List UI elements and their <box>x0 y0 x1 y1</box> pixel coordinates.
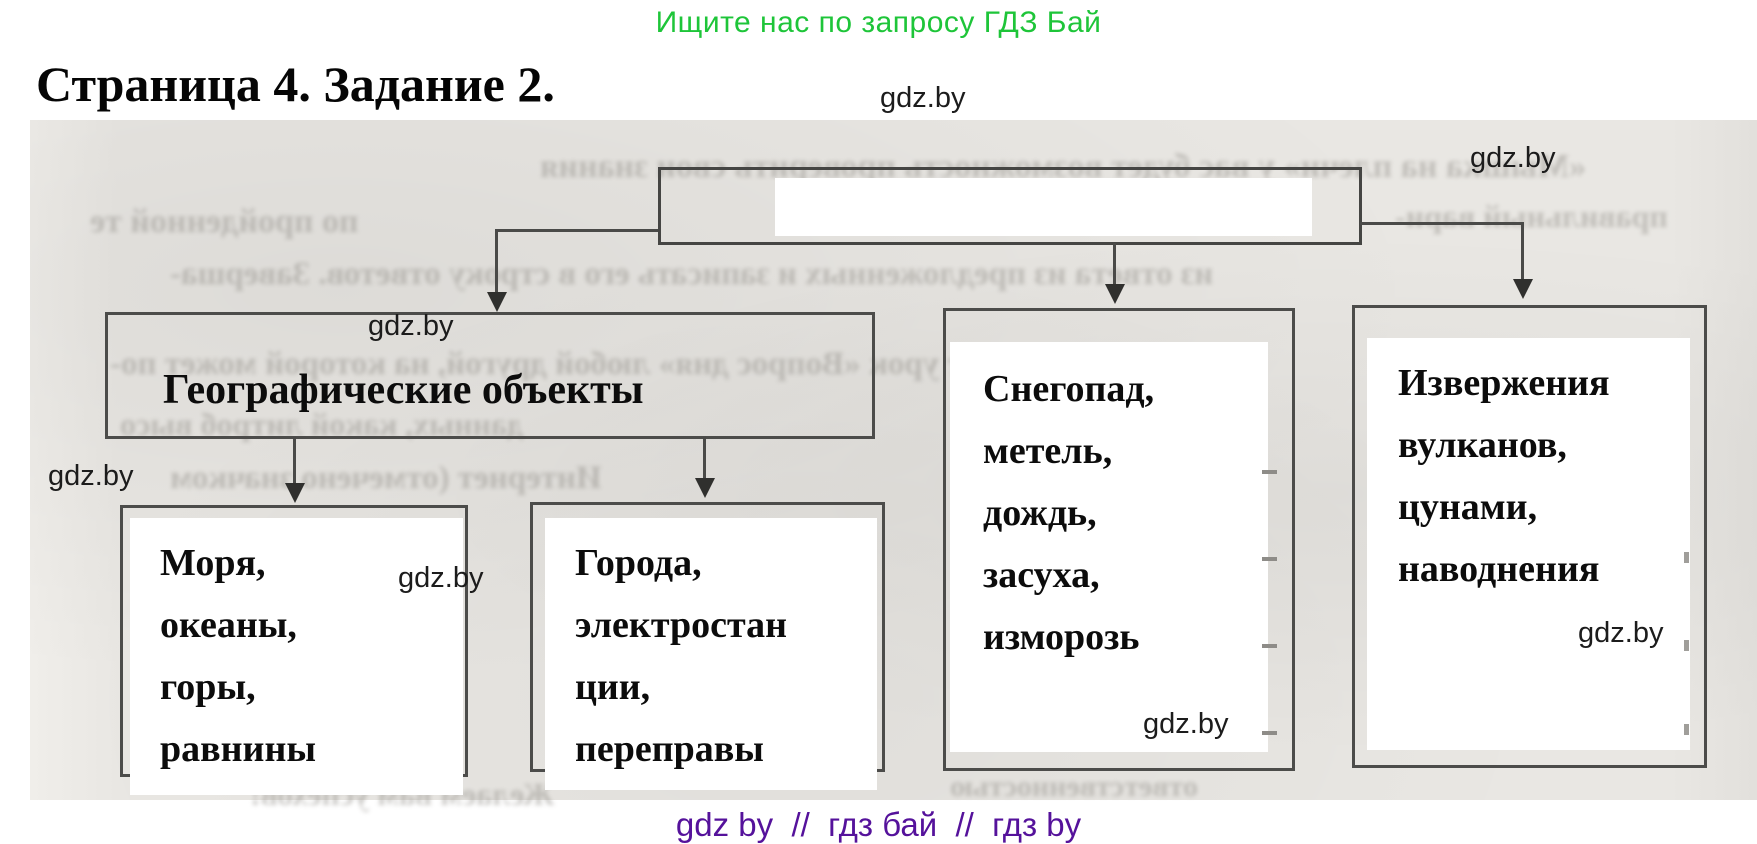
scan-tick <box>1262 557 1277 561</box>
answer-line: электростан <box>575 604 787 646</box>
leaf-box-disasters-overlay <box>1367 338 1690 750</box>
answer-line: горы, <box>160 666 256 708</box>
ghost-text: Интернет (отмечено значком <box>170 460 602 496</box>
answer-line: океаны, <box>160 604 297 646</box>
answer-line: переправы <box>575 728 764 770</box>
promo-banner: Ищите нас по запросу ГДЗ Бай <box>655 6 1102 39</box>
connector-geo-left-drop <box>293 437 296 490</box>
footer-links: gdz by // гдз бай // гдз by <box>675 806 1082 843</box>
arrow-down-icon <box>1105 284 1125 304</box>
scan-mark <box>1684 724 1689 735</box>
connector-right-drop <box>1521 222 1524 284</box>
leaf-box-weather-overlay <box>950 342 1268 752</box>
watermark: gdz.by <box>368 310 454 342</box>
answer-line: вулканов, <box>1398 424 1567 466</box>
leaf-box-seas-overlay <box>130 518 463 795</box>
answer-line: Города, <box>575 542 702 584</box>
answer-line: Моря, <box>160 542 266 584</box>
watermark: gdz.by <box>48 460 134 492</box>
answer-line: Снегопад, <box>983 368 1155 410</box>
watermark: gdz.by <box>880 82 966 114</box>
root-answer-overlay <box>775 178 1312 236</box>
ghost-text: ответственностью <box>950 770 1198 803</box>
watermark: gdz.by <box>1143 708 1229 740</box>
watermark: gdz.by <box>398 562 484 594</box>
answer-line: метель, <box>983 430 1113 472</box>
answer-line: засуха, <box>983 554 1100 596</box>
arrow-down-icon <box>1513 279 1533 299</box>
answer-line: равнины <box>160 728 317 770</box>
geo-objects-label: Географические объекты <box>163 367 644 413</box>
answer-line: цунами, <box>1398 486 1538 528</box>
leaf-box-cities-overlay <box>545 518 877 790</box>
root-answer-box <box>658 167 1362 245</box>
answer-line: наводнения <box>1398 548 1600 590</box>
leaf-box-weather <box>943 308 1295 771</box>
connector-left-drop <box>495 229 498 299</box>
arrow-down-icon <box>487 292 507 312</box>
answer-text: Города, электростан ции, переправы <box>575 532 787 780</box>
answer-line: изморозь <box>983 616 1140 658</box>
arrow-down-icon <box>695 478 715 498</box>
scan-tick <box>1262 470 1277 474</box>
geo-objects-box <box>105 312 875 439</box>
answer-text: Снегопад, метель, дождь, засуха, измороз… <box>983 358 1154 668</box>
ghost-text: по пройденной те <box>90 203 359 240</box>
page-title: Страница 4. Задание 2. <box>36 56 555 112</box>
scan-mark <box>1684 552 1689 563</box>
scan-mark <box>1684 640 1689 651</box>
watermark: gdz.by <box>1578 617 1664 649</box>
scan-tick <box>1262 731 1277 735</box>
watermark: gdz.by <box>1470 142 1556 174</box>
answer-line: Извержения <box>1398 362 1610 404</box>
answer-line: ции, <box>575 666 651 708</box>
connector-geo-right-drop <box>703 437 706 485</box>
connector-right <box>1360 222 1524 225</box>
arrow-down-icon <box>285 483 305 503</box>
connector-middle-drop <box>1113 243 1116 291</box>
answer-text: Извержения вулканов, цунами, наводнения <box>1398 352 1610 600</box>
connector-left <box>497 229 658 232</box>
leaf-box-disasters <box>1352 305 1707 768</box>
scan-tick <box>1262 644 1277 648</box>
answer-line: дождь, <box>983 492 1097 534</box>
ghost-text: из ответа из предложенных и записать его… <box>170 256 1214 292</box>
ghost-text: правильный вари- <box>1395 198 1668 234</box>
answer-text: Моря, океаны, горы, равнины <box>160 532 316 780</box>
